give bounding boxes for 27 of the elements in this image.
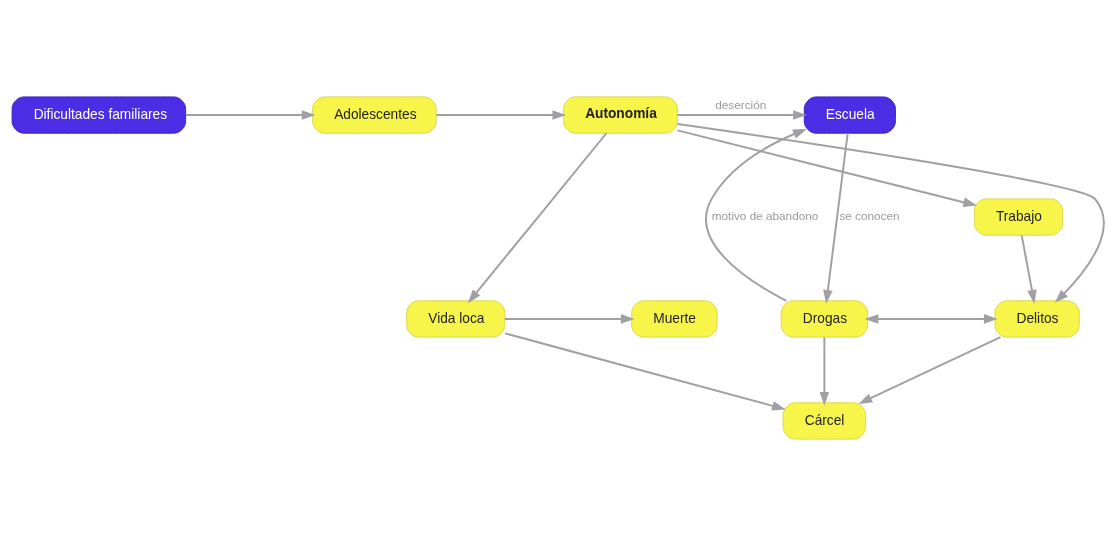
- edge-label: motivo de abandono: [711, 209, 819, 223]
- arrow: [705, 128, 807, 302]
- arrow: [435, 110, 567, 120]
- arrow: [676, 110, 807, 120]
- node-box: Dificultades familiares: [11, 96, 187, 134]
- arrow: [676, 129, 978, 207]
- arrow: [1020, 234, 1037, 304]
- arrow: [823, 132, 849, 304]
- arrow: [504, 332, 786, 411]
- arrow: [467, 132, 608, 304]
- node-box: Adolescentes: [312, 96, 437, 134]
- node-box: Vida loca: [406, 300, 506, 338]
- node-box: Cárcel: [782, 402, 866, 440]
- arrow: [503, 314, 635, 324]
- arrow: [676, 123, 1105, 303]
- node-box: Autonomía: [563, 96, 678, 134]
- edge-label: se conocen: [839, 209, 900, 223]
- node-box: Muerte: [631, 300, 718, 338]
- arrow: [819, 336, 830, 406]
- edge-label: deserción: [715, 97, 767, 111]
- node-box: Drogas: [780, 300, 868, 338]
- node-box: Delitos: [994, 300, 1080, 338]
- arrow: [858, 336, 1002, 404]
- arrow: [864, 314, 998, 324]
- node-box: Trabajo: [973, 198, 1064, 236]
- node-box: Escuela: [803, 96, 896, 134]
- arrow: [184, 110, 316, 120]
